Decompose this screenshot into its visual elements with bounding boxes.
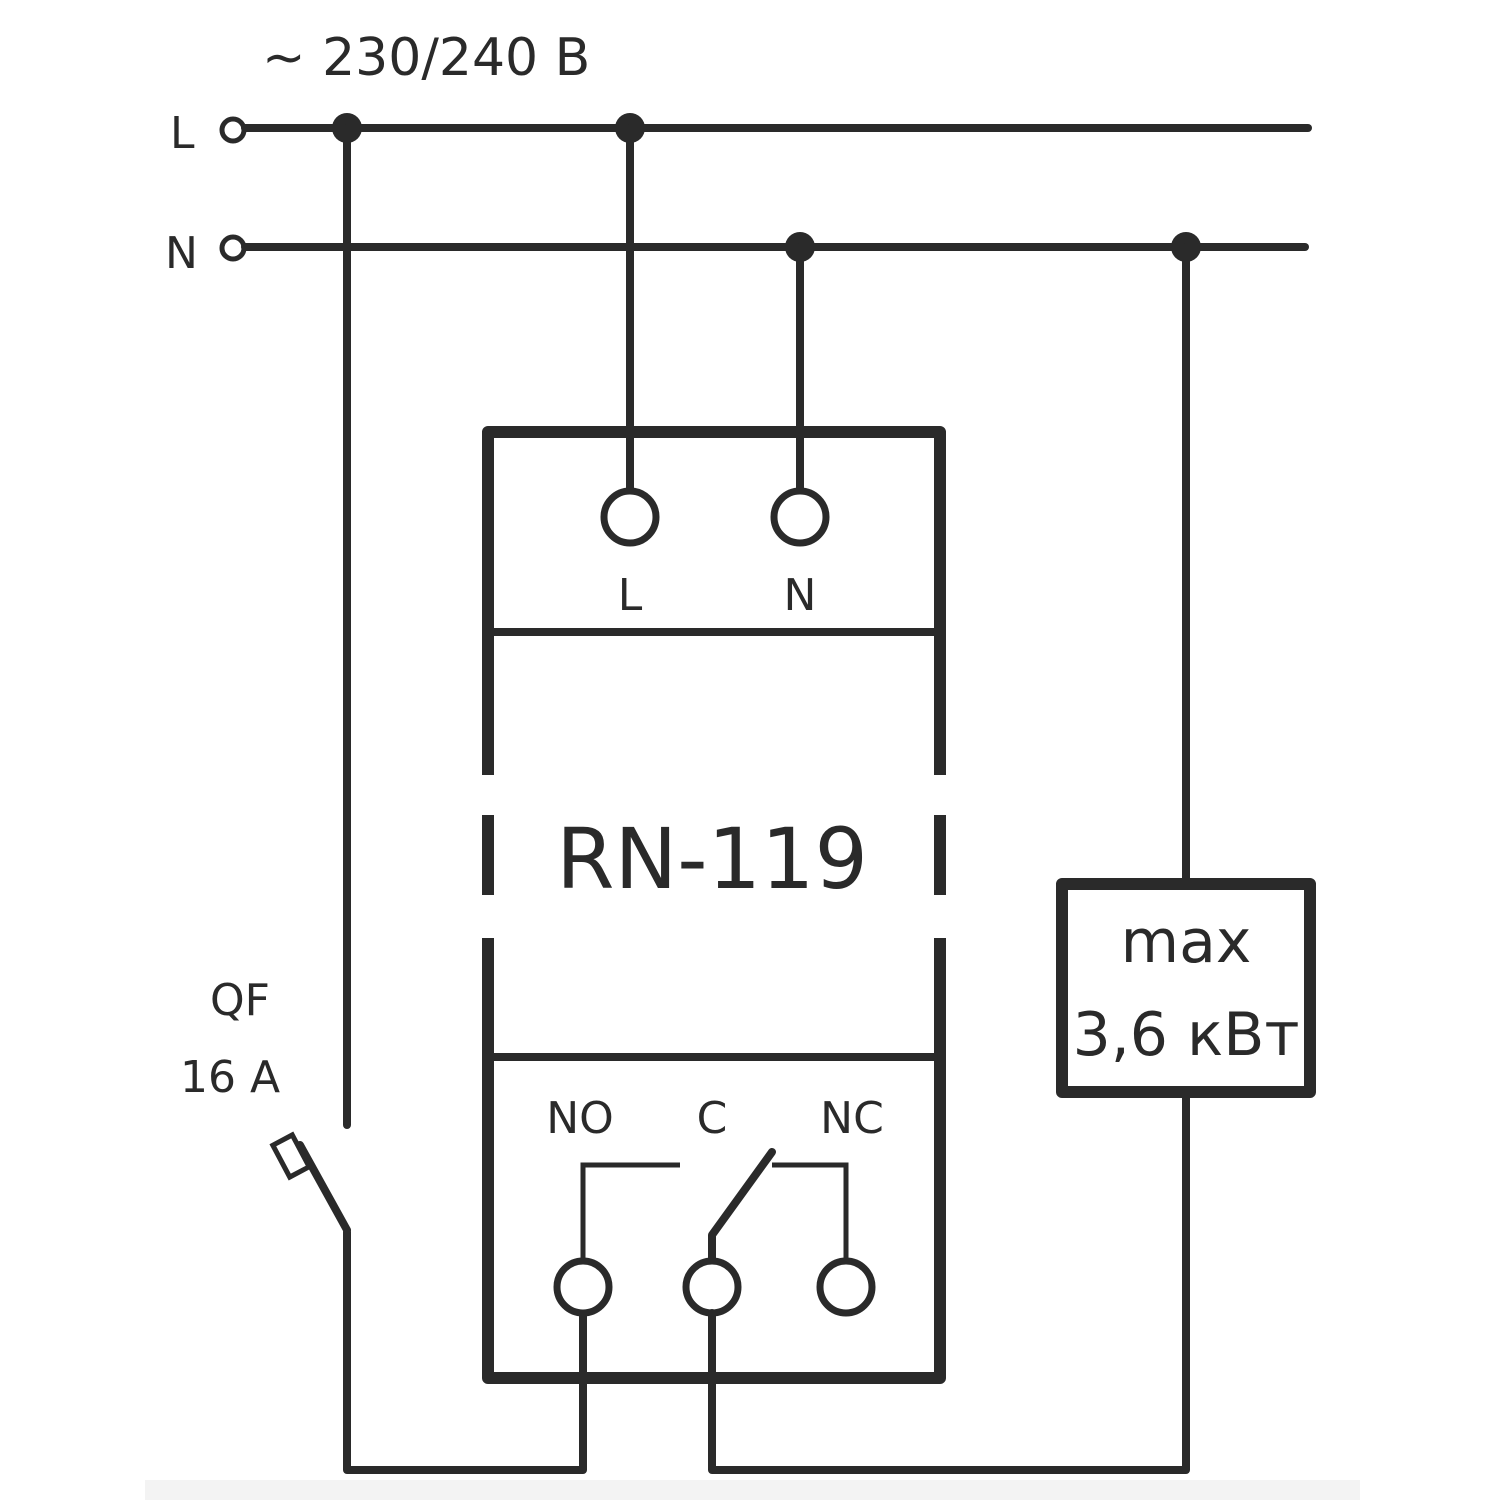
supply-line-label: L [170,108,195,159]
common-to-load-wire [708,1088,1190,1474]
supply-neutral-terminal [219,234,247,262]
load-line2-label: 3,6 кВт [1073,1000,1300,1070]
no-contact-wire [580,1162,680,1260]
supply-neutral-label: N [165,228,198,279]
load-line1-label: max [1121,907,1252,977]
load-box [1056,878,1316,1098]
relay-model-label: RN-119 [556,810,868,908]
relay-terminal-nc-label: NC [820,1093,884,1144]
relay-terminal-nc [816,1257,876,1317]
breaker-rating-label: 16 А [180,1052,280,1103]
bottom-band [145,1480,1360,1500]
relay-terminal-no [553,1257,613,1317]
supply-voltage-label: ~ 230/240 В [262,28,590,88]
breaker-name-label: QF [210,975,270,1026]
relay-terminal-n-label: N [784,570,817,621]
relay-terminal-l [600,487,660,547]
common-contact-blade [708,1148,776,1264]
supply-line-terminal [219,116,247,144]
relay-terminal-no-label: NO [546,1093,614,1144]
relay-terminal-c [682,1257,742,1317]
nc-contact-wire [772,1162,849,1260]
relay-terminal-c-label: C [697,1093,728,1144]
breaker-to-no-wire [343,1228,587,1474]
relay-terminal-l-label: L [618,570,643,621]
breaker-trip-mark [269,1131,313,1181]
relay-terminal-n [770,487,830,547]
